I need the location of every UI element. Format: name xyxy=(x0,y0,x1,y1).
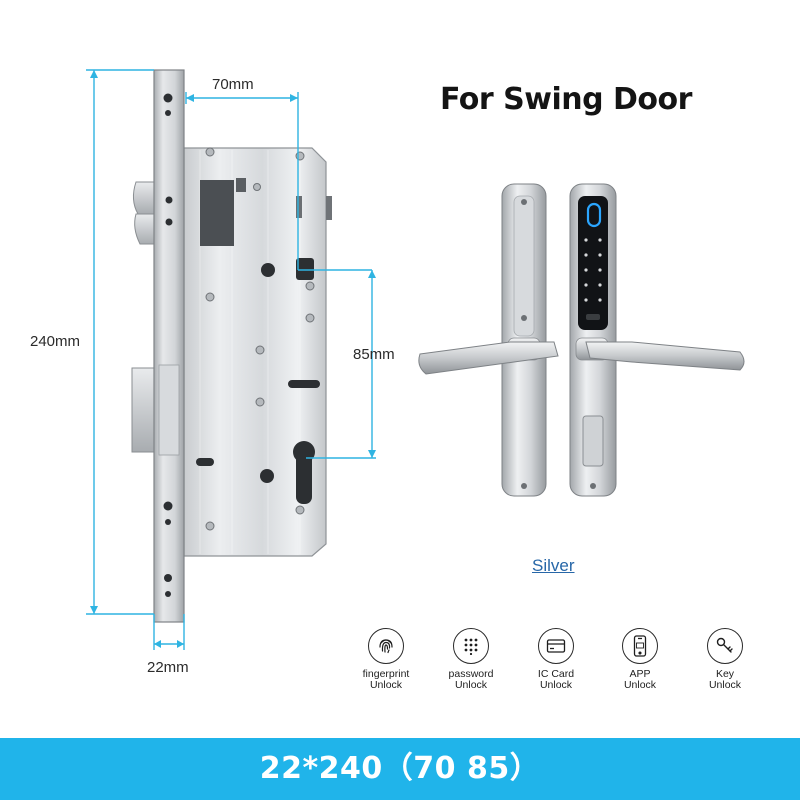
backset-dimension-label: 70mm xyxy=(212,76,254,93)
lock-case xyxy=(183,147,332,557)
key-icon xyxy=(716,637,733,653)
keypad-icon xyxy=(464,638,478,655)
unlock-label-line1: fingerprint xyxy=(362,668,410,680)
height-dimension-label: 240mm xyxy=(30,333,81,350)
fingerprint-icon xyxy=(379,639,393,654)
unlock-label-line2: Unlock xyxy=(708,679,742,691)
unlock-label-line2: Unlock xyxy=(623,679,657,691)
card-icon xyxy=(546,639,566,653)
phone-app-icon xyxy=(633,635,647,657)
spec-text: 22*240（70 85） xyxy=(259,751,541,786)
unlock-label-line1: IC Card xyxy=(537,668,575,680)
unlock-label-line2: Unlock xyxy=(369,679,403,691)
unlock-label-line1: APP xyxy=(629,668,651,680)
faceplate xyxy=(153,69,185,623)
unlock-label-line1: password xyxy=(448,668,494,680)
footer-banner: 22*240（70 85） xyxy=(0,738,800,800)
front-smart-handle xyxy=(569,183,745,497)
faceplate-width-dimension-label: 22mm xyxy=(147,659,189,676)
back-handle xyxy=(418,183,559,497)
mortise-lock-illustration xyxy=(86,69,376,650)
unlock-label-line2: Unlock xyxy=(454,679,488,691)
unlock-label-line2: Unlock xyxy=(539,679,573,691)
latch-bolt xyxy=(132,181,157,245)
center-distance-dimension-label: 85mm xyxy=(353,346,395,363)
smart-lock-handles-illustration xyxy=(418,183,745,497)
unlock-label-line1: Key xyxy=(715,668,735,680)
page-title: For Swing Door xyxy=(440,82,692,117)
dimension-lines xyxy=(86,69,376,650)
color-option-silver[interactable]: Silver xyxy=(532,556,575,575)
